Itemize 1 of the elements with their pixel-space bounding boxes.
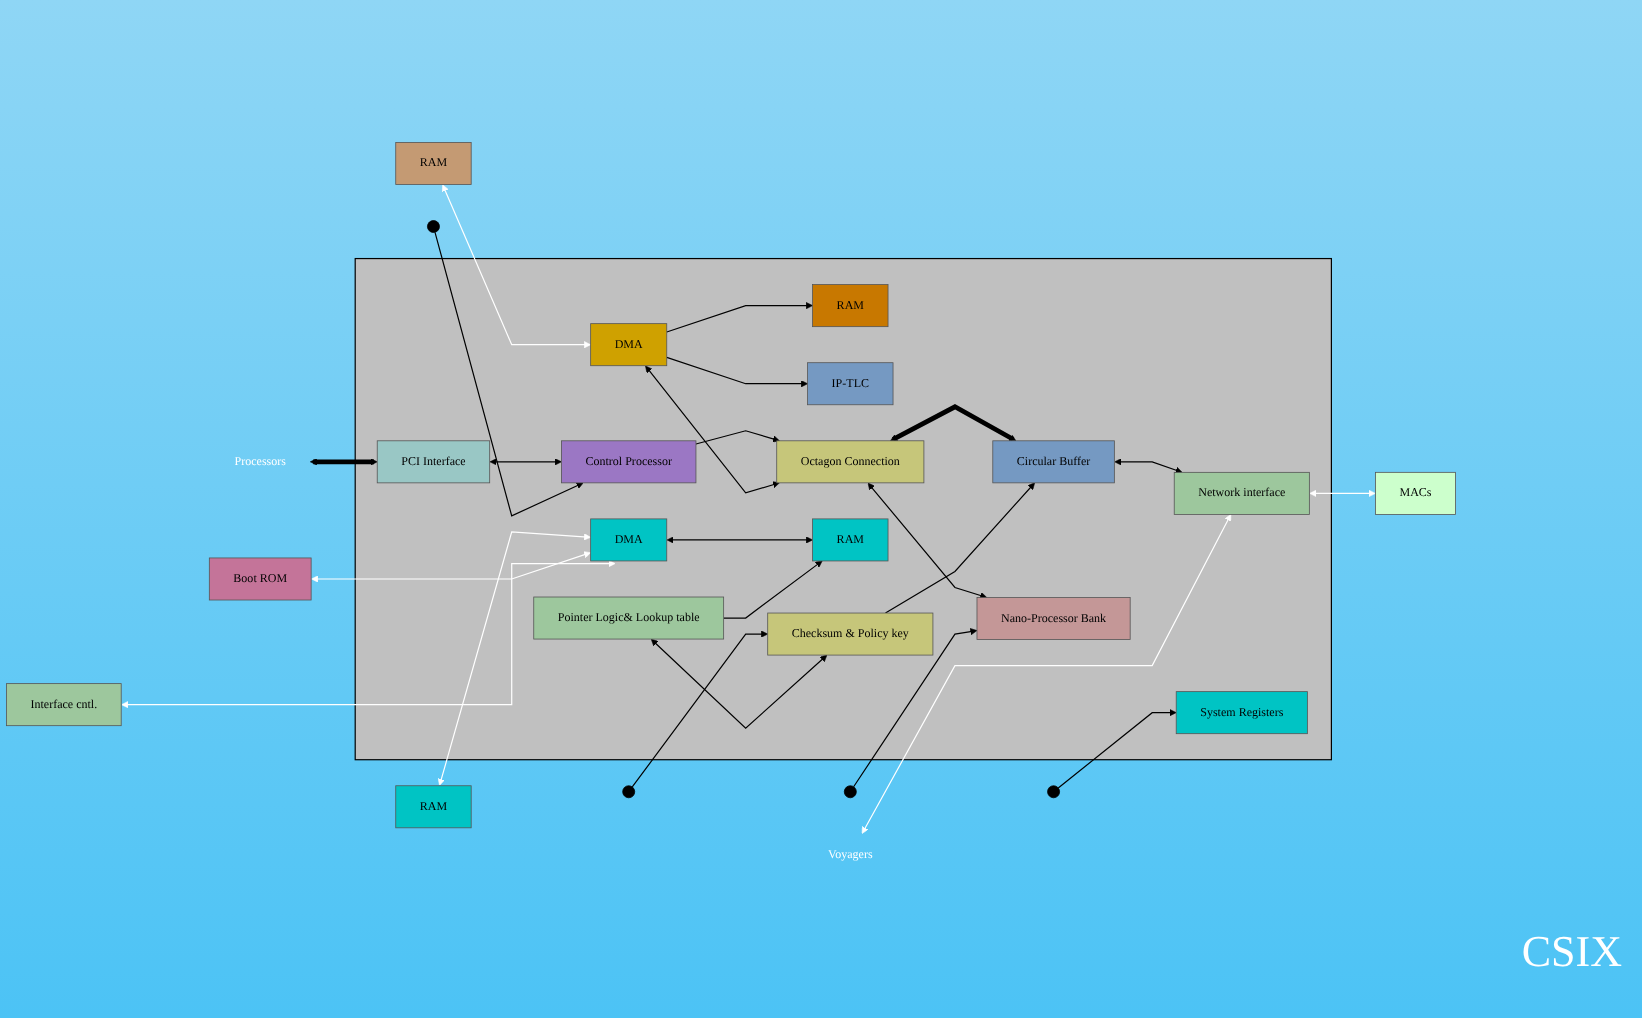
bus-label: CSIX xyxy=(1521,926,1622,978)
